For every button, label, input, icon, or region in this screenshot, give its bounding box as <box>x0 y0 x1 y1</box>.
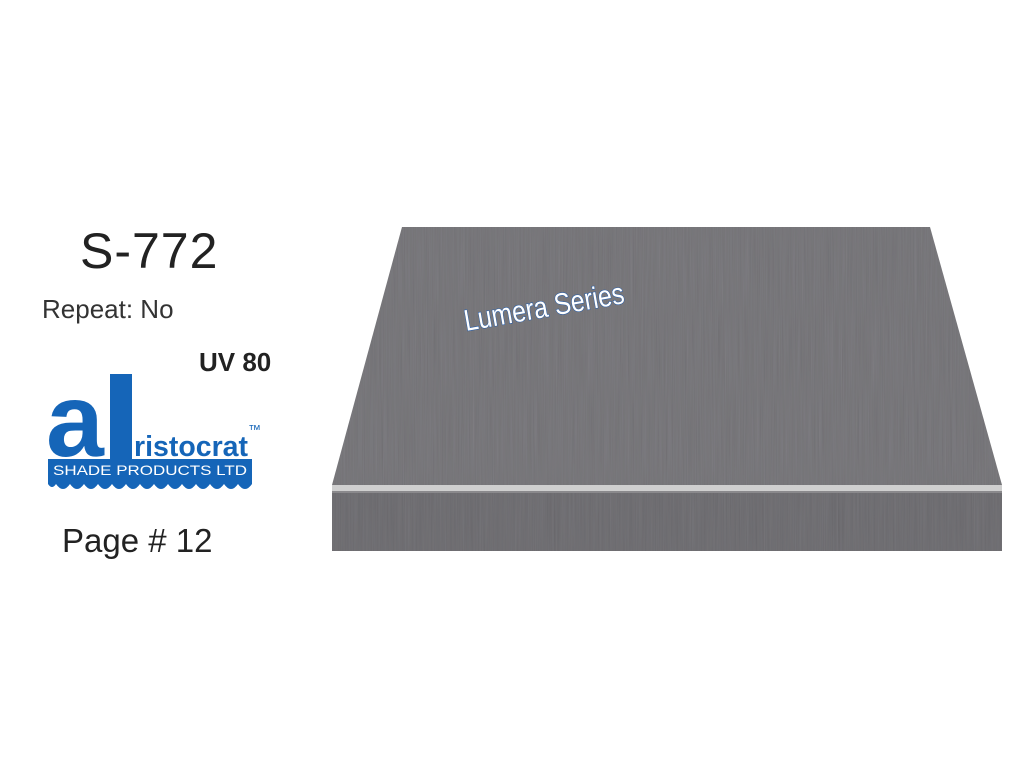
aristocrat-logo: a ristocrat ™ SHADE PRODUCTS LTD <box>46 368 261 489</box>
page-number: Page # 12 <box>62 522 213 559</box>
awning-valance <box>332 491 1002 551</box>
awning-swatch: Lumera Series <box>332 227 1002 551</box>
logo-wordmark: ristocrat <box>134 431 248 463</box>
product-code: S-772 <box>80 223 219 279</box>
repeat-info: Repeat: No <box>42 294 174 324</box>
awning-top-panel <box>332 227 1002 485</box>
uv-rating: UV 80 <box>199 347 272 377</box>
logo-subtitle: SHADE PRODUCTS LTD <box>53 462 247 478</box>
logo-trademark: ™ <box>248 422 261 437</box>
